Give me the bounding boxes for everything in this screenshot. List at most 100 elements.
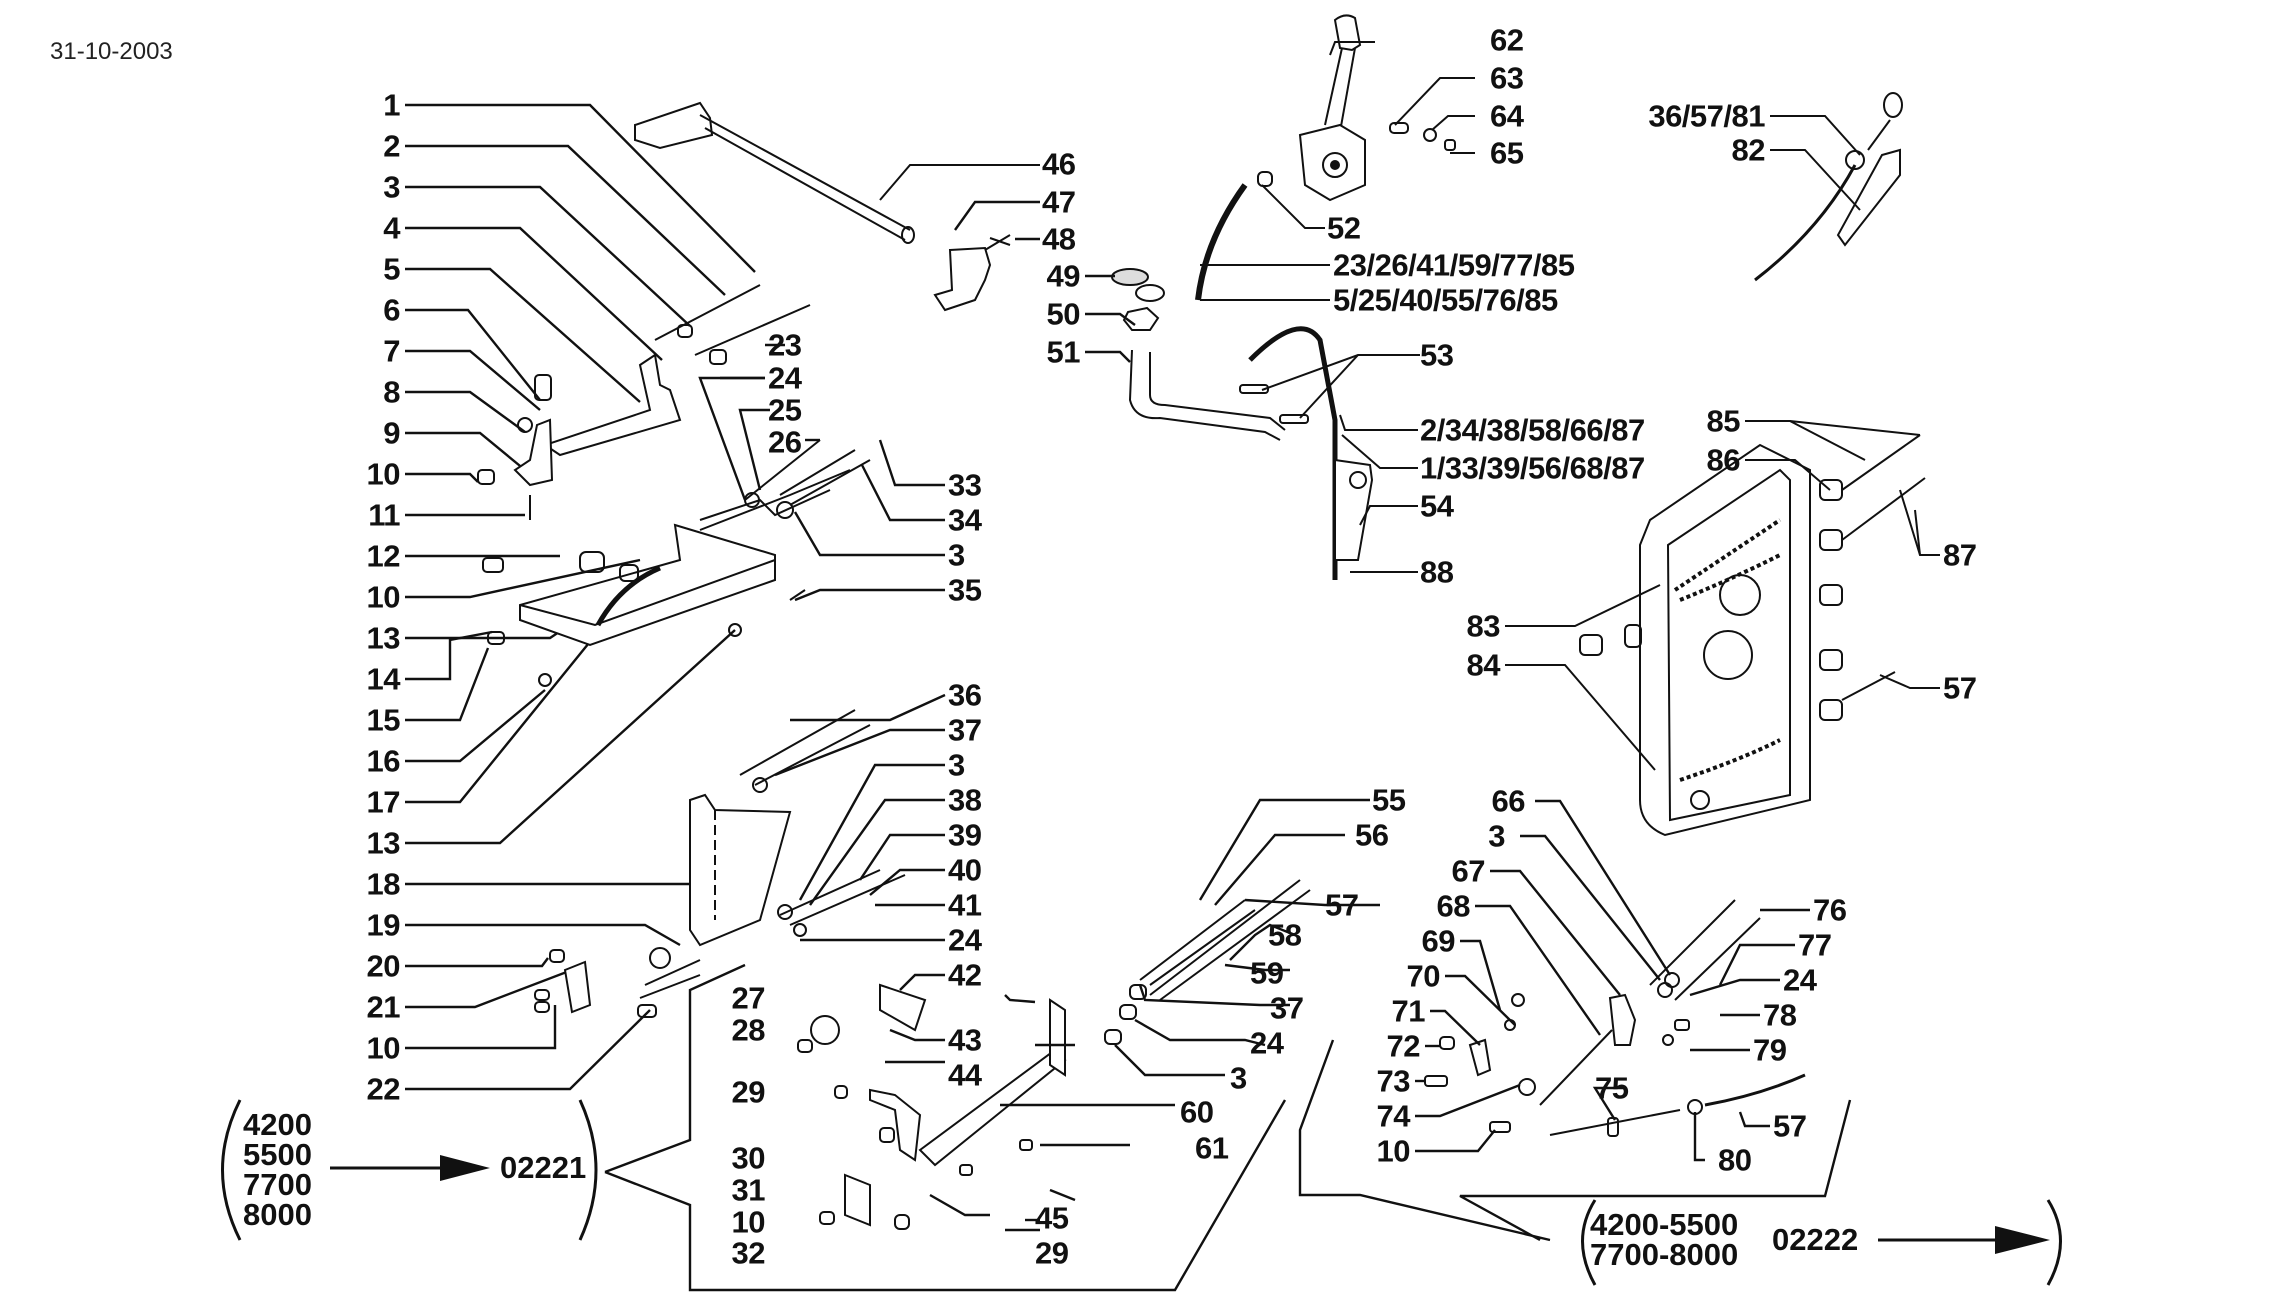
leader-lines-top-mid (954, 200, 1136, 363)
callout-label: 36/57/81 (1648, 98, 1765, 134)
callout-label: 18 (366, 866, 401, 902)
callout-label: 10 (731, 1204, 766, 1240)
group-code: 02222 (1772, 1222, 1859, 1257)
callout-label: 37 (948, 712, 982, 748)
callout-label: 57 (1773, 1108, 1807, 1144)
callout-label: 46 (1042, 146, 1076, 182)
callout-label: 68 (1436, 888, 1471, 924)
callout-label: 5 (383, 251, 400, 287)
callout-label: 48 (1042, 221, 1076, 257)
callout-label: 3 (1488, 818, 1505, 854)
callout-label: 80 (1718, 1142, 1752, 1178)
callout-label: 84 (1466, 647, 1501, 683)
callout-label: 9 (383, 415, 400, 451)
callout-label: 54 (1420, 488, 1454, 524)
group-code: 02221 (500, 1150, 587, 1185)
pedal-rod (634, 101, 1040, 244)
callout-label: 67 (1451, 853, 1486, 889)
callout-label: 13 (366, 825, 401, 861)
callout-label: 25 (768, 392, 802, 428)
callout-label: 1 (383, 87, 400, 123)
callout-label: 44 (948, 1057, 982, 1093)
model-number: 4200 (243, 1107, 312, 1142)
document-date: 31-10-2003 (50, 38, 173, 65)
callout-label: 29 (731, 1074, 766, 1110)
callout-label: 88 (1420, 554, 1454, 590)
callout-label: 30 (731, 1140, 766, 1176)
model-number: 5500 (243, 1137, 312, 1172)
callout-label: 11 (368, 497, 400, 533)
callout-label: 47 (1042, 184, 1076, 220)
lower-bracket (797, 983, 927, 1230)
callout-label: 43 (948, 1022, 982, 1058)
callout-label: 6 (383, 292, 400, 328)
callout-label: 17 (366, 784, 401, 820)
callout-label: 32 (731, 1235, 766, 1271)
callout-label: 3 (948, 537, 965, 573)
callout-label: 66 (1491, 783, 1526, 819)
model-number: 7700-8000 (1590, 1237, 1739, 1272)
upper-bracket (477, 284, 811, 520)
callout-label: 79 (1753, 1032, 1787, 1068)
callout-label: 56 (1355, 817, 1389, 853)
pedal-frame (482, 439, 871, 687)
callout-label: 16 (366, 743, 401, 779)
callout-label: 40 (948, 852, 982, 888)
callout-label: 15 (366, 702, 401, 738)
callout-label: 51 (1046, 334, 1081, 370)
callout-label: 4 (383, 210, 400, 246)
callout-label: 41 (948, 887, 982, 923)
callout-label: 82 (1731, 132, 1766, 168)
callout-label: 64 (1490, 98, 1524, 134)
group-outline-02222 (1298, 1039, 1852, 1242)
callout-label: 2 (383, 128, 400, 164)
arrow-02222 (1878, 1226, 2050, 1254)
callout-label: 75 (1595, 1070, 1629, 1106)
callout-label: 45 (1035, 1200, 1069, 1236)
callout-label: 37 (1270, 990, 1304, 1026)
callout-label: 50 (1046, 296, 1081, 332)
callout-label: 24 (948, 922, 982, 958)
callout-label: 57 (1943, 670, 1977, 706)
callout-label: 20 (366, 948, 401, 984)
callout-label: 58 (1268, 917, 1302, 953)
callout-label: 8 (383, 374, 400, 410)
callout-label: 10 (1376, 1133, 1411, 1169)
callout-label: 26 (768, 424, 802, 460)
callout-label: 53 (1420, 337, 1454, 373)
callout-label: 19 (366, 907, 401, 943)
callout-label: 86 (1706, 442, 1741, 478)
callout-label: 71 (1391, 993, 1426, 1029)
callout-label: 59 (1250, 955, 1284, 991)
callout-label: 42 (948, 957, 982, 993)
arrow-02221 (330, 1155, 490, 1181)
callout-label: 61 (1195, 1130, 1229, 1166)
callout-label-cable-1: 23/26/41/59/77/85 (1333, 247, 1575, 283)
callout-label-cable-3: 2/34/38/58/66/87 (1420, 412, 1645, 448)
callout-label: 57 (1325, 887, 1359, 923)
leader-lines-lower-mid (929, 798, 1380, 1232)
callout-label: 21 (366, 989, 401, 1025)
model-number: 7700 (243, 1167, 312, 1202)
callout-label: 27 (731, 980, 766, 1016)
callout-label: 77 (1798, 927, 1832, 963)
model-number: 8000 (243, 1197, 312, 1232)
callout-label: 87 (1943, 537, 1977, 573)
cable-assembly (1239, 326, 1420, 580)
callout-label: 13 (366, 620, 401, 656)
mounting-plate (534, 709, 906, 1018)
upper-middle-parts (933, 234, 1286, 441)
callout-label: 29 (1035, 1235, 1069, 1271)
model-number: 4200-5500 (1590, 1207, 1739, 1242)
callout-label-cable-4: 1/33/39/56/68/87 (1420, 450, 1645, 486)
callout-label-cable-2: 5/25/40/55/76/85 (1333, 282, 1558, 318)
callout-label: 63 (1490, 60, 1524, 96)
callout-label: 24 (1783, 962, 1817, 998)
callout-label: 72 (1386, 1028, 1421, 1064)
callout-label: 55 (1372, 782, 1406, 818)
callout-label: 52 (1327, 210, 1361, 246)
callout-label: 10 (366, 579, 401, 615)
callout-label: 7 (383, 333, 400, 369)
